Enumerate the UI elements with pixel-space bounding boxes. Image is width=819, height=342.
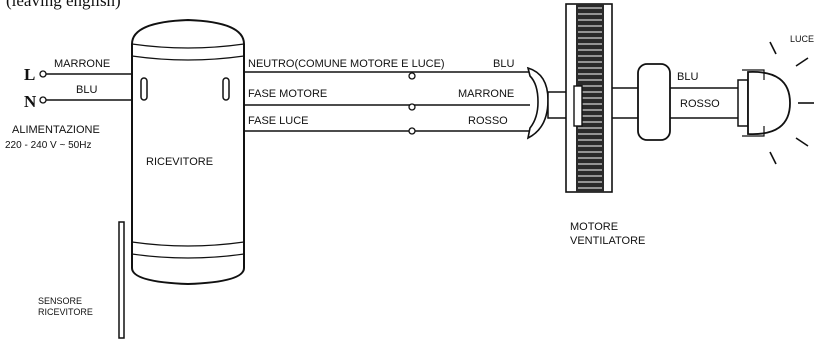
light-rays: [769, 41, 814, 165]
sensor-label-line2: RICEVITORE: [38, 307, 93, 317]
light-wire-top-color: BLU: [677, 71, 698, 83]
terminal-n-dot: [39, 96, 47, 104]
junction-light: [408, 127, 416, 135]
terminal-n-label: N: [24, 92, 37, 111]
motor-label-line1: MOTORE: [570, 221, 618, 233]
cutoff-caption-text: (leaving english): [6, 0, 121, 10]
receiver-slot-right: [222, 77, 230, 101]
light-bulb: [737, 69, 791, 137]
line-neutral-color: BLU: [493, 58, 514, 70]
line-light-label: FASE LUCE: [248, 115, 309, 127]
motor-label-line2: VENTILATORE: [570, 235, 645, 247]
line-motor-label: FASE MOTORE: [248, 88, 327, 100]
light-connector-block: [637, 63, 671, 141]
light-label: LUCE: [790, 34, 814, 44]
supply-voltage: 220 - 240 V ~ 50Hz: [5, 140, 91, 151]
junction-motor: [408, 103, 416, 111]
wire-l-color-label: MARRONE: [54, 58, 110, 70]
receiver-unit: [131, 18, 245, 286]
terminal-l-label: L: [24, 65, 35, 84]
receiver-slot-left: [140, 77, 148, 101]
sensor-label-line1: SENSORE: [38, 296, 82, 306]
line-light-color: ROSSO: [468, 115, 508, 127]
receiver-label: RICEVITORE: [146, 156, 213, 168]
junction-neutral: [408, 72, 416, 80]
motor-fan-unit: [565, 3, 613, 193]
sensor-antenna: [118, 221, 125, 339]
supply-title: ALIMENTAZIONE: [12, 124, 100, 136]
terminal-l-dot: [39, 70, 47, 78]
light-wire-bottom-color: ROSSO: [680, 98, 720, 110]
line-neutral-label: NEUTRO(COMUNE MOTORE E LUCE): [248, 58, 445, 70]
line-motor-color: MARRONE: [458, 88, 514, 100]
wire-n-color-label: BLU: [76, 84, 97, 96]
